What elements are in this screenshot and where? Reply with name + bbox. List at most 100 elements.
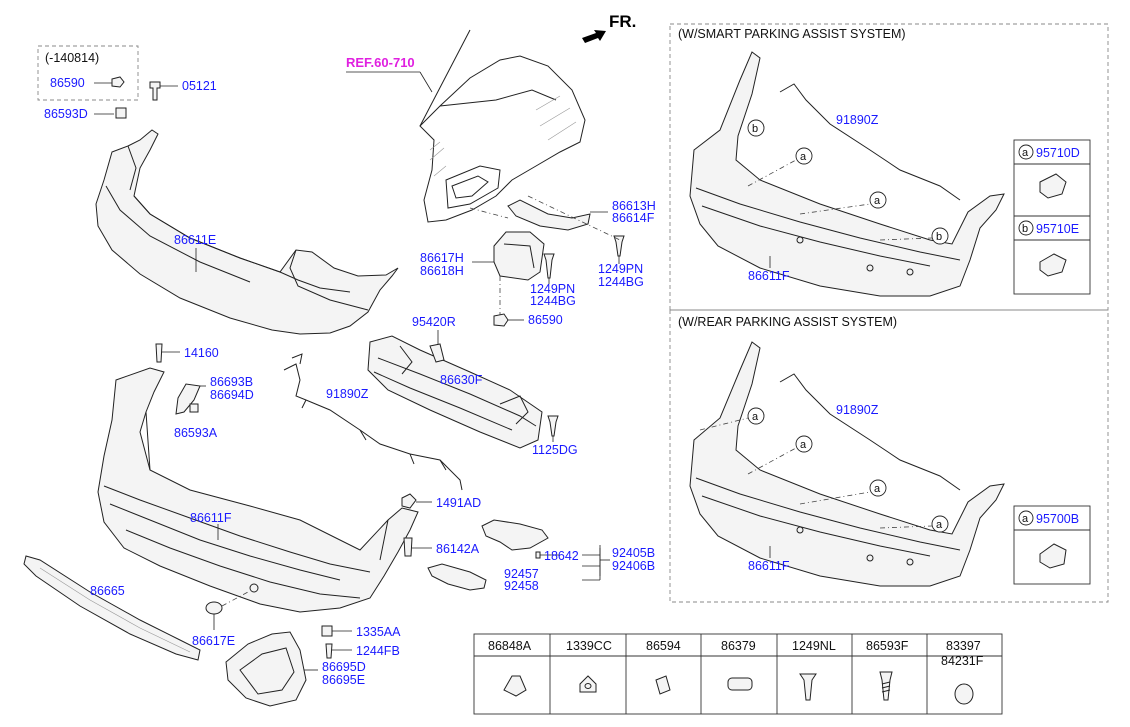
nut-86593A-icon	[189, 403, 199, 413]
marker-a-text: a	[874, 195, 881, 207]
marker-b-text: b	[752, 123, 758, 135]
part-label-86694D[interactable]: 86694D	[210, 388, 254, 402]
smart-parking-section	[669, 23, 1109, 311]
part-label-86614F[interactable]: 86614F	[612, 211, 655, 225]
part-label-95420R[interactable]: 95420R	[412, 315, 456, 329]
bumper-cover-86611E	[95, 129, 399, 335]
sensor-marker-a: a	[795, 147, 813, 165]
front-direction-indicator: FR.	[582, 12, 636, 43]
marker-a-text: a	[936, 519, 943, 531]
marker-a-text: a	[1022, 147, 1029, 159]
sensor-95710D-icon	[1039, 173, 1067, 199]
sensor-marker-a: a	[795, 435, 813, 453]
part-label-92458[interactable]: 92458	[504, 579, 539, 593]
table-header: 1339CC	[566, 639, 612, 653]
screw-86142A-icon	[403, 537, 413, 557]
serial-note: (-140814)	[45, 51, 99, 65]
part-label-86593A[interactable]: 86593A	[174, 426, 218, 440]
part-label-92457[interactable]: 92457	[504, 567, 539, 581]
marker-a-text: a	[874, 483, 881, 495]
part-label-86630F[interactable]: 86630F	[440, 373, 483, 387]
screw-18642-icon	[535, 551, 541, 559]
part-label-86611F-main[interactable]: 86611F	[190, 511, 232, 525]
part-label-1249PN-a[interactable]: 1249PN	[530, 282, 575, 296]
table-header: 86593F	[866, 639, 909, 653]
part-label-86618H[interactable]: 86618H	[420, 264, 464, 278]
part-label-1491AD[interactable]: 1491AD	[436, 496, 481, 510]
sensor-95700B-icon	[1039, 543, 1067, 569]
marker-b-text: b	[936, 231, 942, 243]
screw-14160-icon	[155, 343, 163, 363]
clip-86590-mid-icon	[493, 313, 509, 327]
bracket-86613H	[507, 199, 591, 231]
plug-83397-icon	[954, 683, 974, 705]
reflector-92457	[427, 563, 487, 591]
part-label-91890Z-main[interactable]: 91890Z	[326, 387, 369, 401]
part-label-92405B[interactable]: 92405B	[612, 546, 655, 560]
table-header-line2: 84231F	[941, 654, 984, 668]
clip-1335AA-icon	[321, 625, 333, 637]
guide-lines	[747, 159, 933, 241]
clip-86594-icon	[655, 675, 671, 695]
molding-86665	[23, 555, 201, 661]
rear-section-title: (W/REAR PARKING ASSIST SYSTEM)	[678, 315, 897, 329]
part-label-14160[interactable]: 14160	[184, 346, 219, 360]
screw-1249NL-icon	[799, 673, 817, 701]
bracket-86617H	[493, 231, 545, 281]
part-label-91890Z-rear[interactable]: 91890Z	[836, 403, 879, 417]
part-label-86593D[interactable]: 86593D	[44, 107, 88, 121]
sensor-legend-smart	[1013, 139, 1091, 295]
sensor-marker-a: a	[869, 191, 887, 209]
part-label-18642[interactable]: 18642	[544, 549, 579, 563]
part-label-1244BG-a[interactable]: 1244BG	[530, 294, 576, 308]
rear-parking-section	[669, 309, 1109, 603]
guide-lines	[469, 195, 621, 316]
bumper-cover-86611F-main	[97, 367, 419, 613]
part-label-86590-mid[interactable]: 86590	[528, 313, 563, 327]
back-beam-86630F	[367, 335, 543, 449]
bracket-lines	[582, 545, 601, 576]
part-label-86590-top[interactable]: 86590	[50, 76, 85, 90]
part-label-86695D[interactable]: 86695D	[322, 660, 366, 674]
part-label-95710E[interactable]: 95710E	[1036, 222, 1079, 236]
screw-86593F-icon	[879, 671, 893, 701]
part-label-86617H[interactable]: 86617H	[420, 251, 464, 265]
part-label-1244FB[interactable]: 1244FB	[356, 644, 400, 658]
part-label-86665[interactable]: 86665	[90, 584, 125, 598]
part-label-86611E[interactable]: 86611E	[174, 233, 216, 247]
direction-label: FR.	[609, 12, 636, 31]
part-label-86611F-rear[interactable]: 86611F	[748, 559, 790, 573]
bracket-reflector-icon	[481, 519, 549, 551]
table-header: 86379	[721, 639, 756, 653]
harness-branches	[291, 353, 447, 471]
screw-1249PN-b-icon	[613, 235, 625, 257]
part-label-95710D[interactable]: 95710D	[1036, 146, 1080, 160]
bumper-cover-smart	[689, 51, 1005, 297]
part-label-86613H[interactable]: 86613H	[612, 199, 656, 213]
pad-86379-icon	[727, 677, 753, 691]
bracket-86693B-icon	[175, 383, 201, 415]
marker-a-text: a	[800, 151, 807, 163]
serial-note-box	[37, 45, 139, 101]
part-label-1249PN-b[interactable]: 1249PN	[598, 262, 643, 276]
part-label-86693B[interactable]: 86693B	[210, 375, 253, 389]
wiring-harness-main	[283, 363, 463, 491]
part-label-92406B[interactable]: 92406B	[612, 559, 655, 573]
reference-leader	[419, 71, 433, 93]
direction-arrow-icon	[582, 30, 606, 43]
wiring-harness-rear	[779, 373, 961, 491]
part-label-95700B[interactable]: 95700B	[1036, 512, 1079, 526]
part-label-86142A[interactable]: 86142A	[436, 542, 480, 556]
bumper-cover-rear	[689, 341, 1005, 587]
body-panel-ref	[419, 29, 586, 223]
part-label-05121[interactable]: 05121	[182, 79, 217, 93]
part-label-86617E[interactable]: 86617E	[192, 634, 235, 648]
part-label-91890Z-smart[interactable]: 91890Z	[836, 113, 879, 127]
part-label-1244BG-b[interactable]: 1244BG	[598, 275, 644, 289]
table-header: 83397	[946, 639, 981, 653]
part-label-86611F-smart[interactable]: 86611F	[748, 269, 790, 283]
part-label-86695E[interactable]: 86695E	[322, 673, 365, 687]
wiring-harness-smart	[779, 83, 961, 201]
part-label-1335AA[interactable]: 1335AA	[356, 625, 401, 639]
part-label-1125DG[interactable]: 1125DG	[532, 443, 578, 457]
